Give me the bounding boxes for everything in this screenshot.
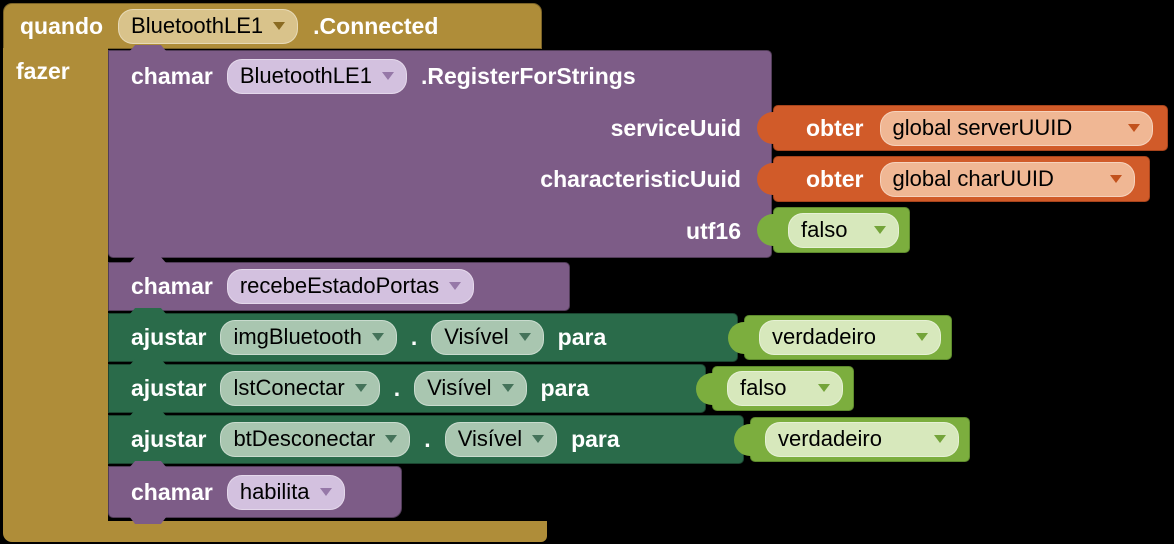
component-dropdown-lstconectar[interactable]: lstConectar (220, 371, 380, 406)
event-block-header[interactable]: quando BluetoothLE1 .Connected (3, 3, 542, 49)
property-dropdown-visivel[interactable]: Visível (414, 371, 527, 406)
component-name: btDesconectar (233, 426, 376, 451)
event-block-foot[interactable] (3, 521, 547, 542)
variable-dropdown-charuuid[interactable]: global charUUID (879, 161, 1135, 197)
call-method-block-registerforstrings[interactable]: chamar BluetoothLE1 .RegisterForStrings … (108, 50, 772, 258)
param-label-characteristicuuid: characteristicUuid (540, 166, 741, 193)
to-keyword: para (557, 324, 607, 350)
call-keyword: chamar (131, 273, 213, 299)
procedure-name: habilita (239, 478, 310, 504)
dropdown-arrow-icon (874, 225, 886, 234)
logic-value: falso (740, 375, 787, 400)
method-name-label: .RegisterForStrings (420, 63, 636, 90)
getter-block-serveruuid[interactable]: obter global serverUUID (773, 105, 1168, 151)
param-label-utf16: utf16 (686, 217, 741, 244)
set-keyword: ajustar (131, 426, 207, 452)
variable-name: global charUUID (892, 165, 1054, 191)
dropdown-arrow-icon (818, 384, 830, 392)
procedure-dropdown-habilita[interactable]: habilita (226, 474, 345, 510)
property-name: Visível (444, 324, 509, 349)
set-keyword: ajustar (131, 324, 207, 350)
dropdown-arrow-icon (381, 72, 394, 81)
call-keyword: chamar (131, 478, 213, 505)
logic-value: verdadeiro (772, 324, 876, 349)
property-name: Visível (427, 375, 492, 400)
dropdown-arrow-icon (449, 282, 462, 290)
logic-block-imgbluetooth-verdadeiro[interactable]: verdadeiro (744, 315, 952, 360)
dropdown-arrow-icon (385, 435, 398, 443)
dropdown-arrow-icon (1110, 174, 1122, 183)
procedure-name: recebeEstadoPortas (239, 273, 440, 298)
set-keyword: ajustar (131, 375, 207, 401)
property-name: Visível (457, 426, 523, 451)
event-block-spine[interactable] (3, 48, 108, 522)
param-label-serviceuuid: serviceUuid (610, 114, 741, 141)
get-keyword: obter (806, 165, 864, 192)
event-name-label: .Connected (313, 12, 439, 39)
call-procedure-block-recebeestadoportas[interactable]: chamar recebeEstadoPortas (108, 262, 570, 311)
get-keyword: obter (806, 114, 864, 141)
dot-separator: . (424, 426, 431, 452)
dropdown-arrow-icon (518, 333, 531, 341)
logic-block-lstconectar-falso[interactable]: falso (712, 366, 854, 411)
setter-block-lstconectar-visivel[interactable]: ajustar lstConectar . Visível para (108, 364, 706, 413)
getter-block-charuuid[interactable]: obter global charUUID (773, 156, 1150, 202)
component-dropdown-btdesconectar[interactable]: btDesconectar (220, 422, 411, 457)
property-dropdown-visivel[interactable]: Visível (444, 422, 558, 457)
property-dropdown-visivel[interactable]: Visível (431, 320, 544, 355)
component-name: lstConectar (233, 375, 345, 400)
to-keyword: para (540, 375, 590, 401)
setter-block-imgbluetooth-visivel[interactable]: ajustar imgBluetooth . Visível para (108, 313, 738, 362)
logic-dropdown-verdadeiro[interactable]: verdadeiro (765, 422, 959, 457)
logic-dropdown-falso[interactable]: falso (788, 212, 899, 248)
component-dropdown-imgbluetooth[interactable]: imgBluetooth (220, 320, 397, 355)
logic-value: falso (801, 216, 848, 242)
dot-separator: . (410, 324, 418, 350)
component-name: imgBluetooth (233, 324, 362, 349)
dropdown-arrow-icon (501, 384, 514, 392)
procedure-dropdown-recebeestadoportas[interactable]: recebeEstadoPortas (226, 269, 475, 304)
variable-dropdown-serveruuid[interactable]: global serverUUID (879, 110, 1153, 146)
to-keyword: para (571, 426, 620, 452)
dropdown-arrow-icon (354, 384, 367, 392)
method-component-dropdown[interactable]: BluetoothLE1 (226, 59, 407, 95)
dropdown-arrow-icon (532, 435, 545, 443)
logic-dropdown-verdadeiro[interactable]: verdadeiro (759, 320, 941, 355)
logic-value: verdadeiro (778, 426, 882, 451)
event-component-name: BluetoothLE1 (131, 12, 264, 38)
event-component-dropdown[interactable]: BluetoothLE1 (118, 8, 299, 44)
setter-block-btdesconectar-visivel[interactable]: ajustar btDesconectar . Visível para (108, 415, 744, 464)
when-keyword: quando (20, 12, 104, 39)
variable-name: global serverUUID (892, 114, 1073, 140)
dropdown-arrow-icon (371, 333, 384, 341)
dropdown-arrow-icon (916, 333, 928, 341)
dropdown-arrow-icon (1128, 123, 1140, 132)
dropdown-arrow-icon (319, 487, 332, 496)
logic-block-btdesconectar-verdadeiro[interactable]: verdadeiro (750, 417, 970, 462)
dropdown-arrow-icon (934, 435, 946, 443)
logic-block-utf16-falso[interactable]: falso (773, 207, 910, 253)
call-procedure-block-habilita[interactable]: chamar habilita (108, 466, 402, 518)
do-keyword: fazer (16, 58, 70, 84)
logic-dropdown-falso[interactable]: falso (727, 371, 843, 406)
method-component-name: BluetoothLE1 (239, 63, 372, 89)
dot-separator: . (393, 375, 401, 401)
dropdown-arrow-icon (273, 21, 286, 30)
call-keyword: chamar (131, 63, 213, 90)
